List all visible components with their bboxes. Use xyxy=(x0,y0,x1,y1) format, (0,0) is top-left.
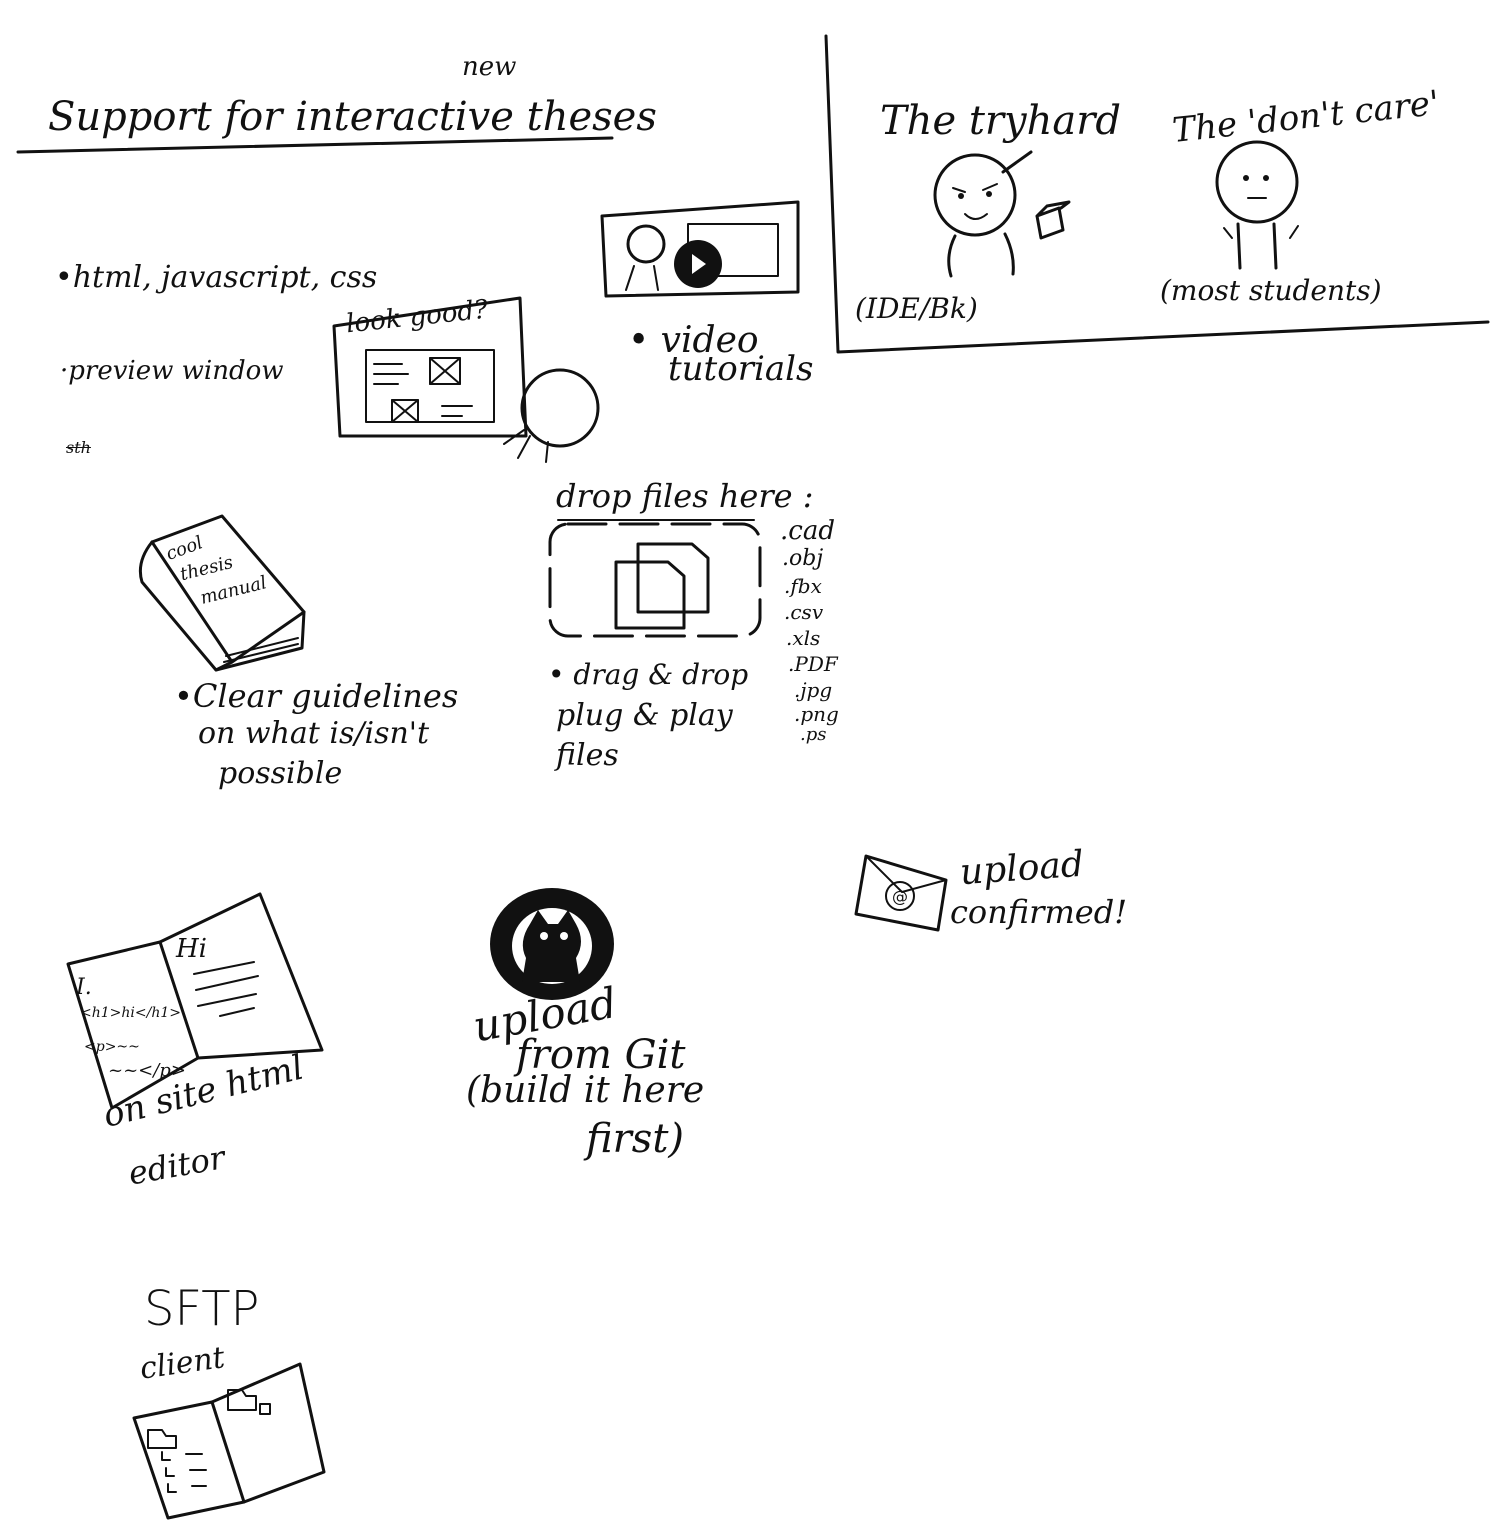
persona-dontcare-note: (most students) xyxy=(1160,274,1382,307)
extension-item: .ps xyxy=(800,724,827,745)
persona-dontcare-figure xyxy=(1200,140,1320,270)
title-insert-word: new xyxy=(462,52,517,82)
personas-panel-border xyxy=(820,30,1492,370)
envelope-icon: @ xyxy=(852,852,952,932)
feature-video-line2: tutorials xyxy=(668,349,814,389)
document-stack-icon xyxy=(612,540,712,630)
extension-item: .csv xyxy=(784,600,824,624)
feature-dragdrop-line3: files xyxy=(556,738,619,773)
editor-right-lines xyxy=(190,958,270,1028)
git-label-line2: from Git xyxy=(516,1032,686,1078)
sftp-label-line1: SFTP xyxy=(144,1281,260,1337)
extension-item: .obj xyxy=(782,546,824,571)
upload-confirmed-line1: upload xyxy=(958,843,1086,894)
title-underline xyxy=(16,136,616,160)
feature-preview-window: ·preview window xyxy=(60,356,284,386)
feature-guidelines-line3: possible xyxy=(218,756,343,791)
preview-screen-icon xyxy=(330,296,610,466)
git-label-line4: first) xyxy=(586,1116,685,1162)
dropzone-title: drop files here : xyxy=(556,477,814,515)
persona-tryhard-figure xyxy=(925,150,1075,280)
extension-item: .fbx xyxy=(784,574,822,598)
persona-tryhard-label: The tryhard xyxy=(880,98,1121,144)
scribble: sth xyxy=(66,438,91,457)
feature-guidelines-line1: •Clear guidelines xyxy=(174,677,459,715)
editor-left-line2: <h1>hi</h1> xyxy=(80,1005,181,1021)
dropzone-underline xyxy=(556,516,756,524)
editor-left-line1: I. xyxy=(76,975,92,1000)
feature-dragdrop-line1: • drag & drop xyxy=(548,658,749,691)
html-editor-icon xyxy=(64,890,344,1110)
git-label-line3: (build it here xyxy=(466,1070,705,1111)
extension-item: .xls xyxy=(786,626,821,650)
extension-item: .cad xyxy=(780,516,835,546)
svg-text:@: @ xyxy=(892,887,908,906)
editor-right-heading: Hi xyxy=(176,934,207,964)
feature-guidelines-line2: on what is/isn't xyxy=(198,716,430,751)
feature-video-line1: • video xyxy=(628,320,759,361)
editor-left-line4: ~~</p> xyxy=(108,1060,186,1081)
page-title: Support for interactive theses xyxy=(48,94,657,140)
feature-dragdrop-line2: plug & play xyxy=(556,698,733,733)
dropzone-area[interactable] xyxy=(546,520,766,640)
feature-languages: •html, javascript, css xyxy=(55,260,378,295)
video-player-icon xyxy=(598,196,808,306)
extension-item: .jpg xyxy=(794,678,833,702)
editor-label-line2: editor xyxy=(125,1138,228,1193)
git-octocat-icon xyxy=(484,884,624,1004)
extension-item: .png xyxy=(794,702,839,726)
persona-tryhard-note: (IDE/Bk) xyxy=(855,292,978,325)
upload-confirmed-line2: confirmed! xyxy=(950,893,1128,931)
book-icon xyxy=(132,512,312,682)
extensions-list: .cad .obj .fbx .csv .xls .PDF .jpg .png … xyxy=(780,516,870,746)
editor-left-line3: <p>~~ xyxy=(84,1039,140,1055)
extension-item: .PDF xyxy=(788,652,838,676)
sftp-client-icon xyxy=(132,1360,332,1530)
